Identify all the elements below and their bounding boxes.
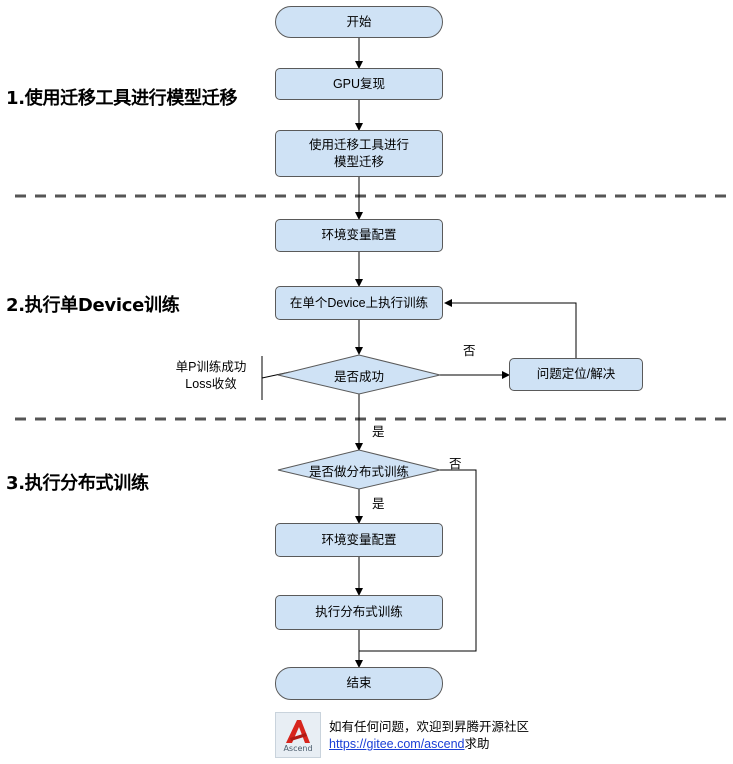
node-env-config-2: 环境变量配置 [275, 523, 443, 557]
note-line-1: 单P训练成功 [175, 360, 247, 374]
section-title-1: 1.使用迁移工具进行模型迁移 [6, 88, 238, 109]
node-end: 结束 [275, 667, 443, 700]
arrow-locate-loop [444, 299, 577, 358]
node-locate-fix: 问题定位/解决 [509, 358, 643, 391]
label-yes-2: 是 [372, 497, 385, 511]
node-single-train: 在单个Device上执行训练 [275, 286, 443, 320]
section-title-3: 3.执行分布式训练 [6, 473, 149, 494]
section-title-2: 2.执行单Device训练 [6, 295, 180, 316]
ascend-logo-text: Ascend [283, 744, 313, 753]
footer-suffix: 求助 [464, 737, 490, 751]
node-is-success-label: 是否成功 [333, 369, 384, 384]
note-single-p: 单P训练成功 Loss收敛 [162, 359, 260, 393]
decision-is-success [277, 354, 441, 395]
label-yes-1: 是 [372, 425, 385, 439]
ascend-logo-mark-icon [286, 720, 310, 743]
node-start: 开始 [275, 6, 443, 38]
label-no-2: 否 [449, 457, 462, 471]
decision-is-distributed [277, 449, 441, 490]
footer-link[interactable]: https://gitee.com/ascend [329, 737, 465, 751]
node-env-config-1: 环境变量配置 [275, 219, 443, 252]
node-dist-train: 执行分布式训练 [275, 595, 443, 630]
node-migrate: 使用迁移工具进行 模型迁移 [275, 130, 443, 177]
node-is-distributed-label: 是否做分布式训练 [308, 464, 409, 479]
footer-line-2: https://gitee.com/ascend求助 [329, 736, 490, 753]
ascend-logo: Ascend [275, 712, 321, 758]
node-gpu-repro: GPU复现 [275, 68, 443, 100]
arrow-dist-no [359, 469, 477, 652]
note-line-2: Loss收敛 [185, 377, 237, 391]
footer-line-1: 如有任何问题，欢迎到昇腾开源社区 [329, 720, 530, 734]
label-no-1: 否 [463, 344, 476, 358]
